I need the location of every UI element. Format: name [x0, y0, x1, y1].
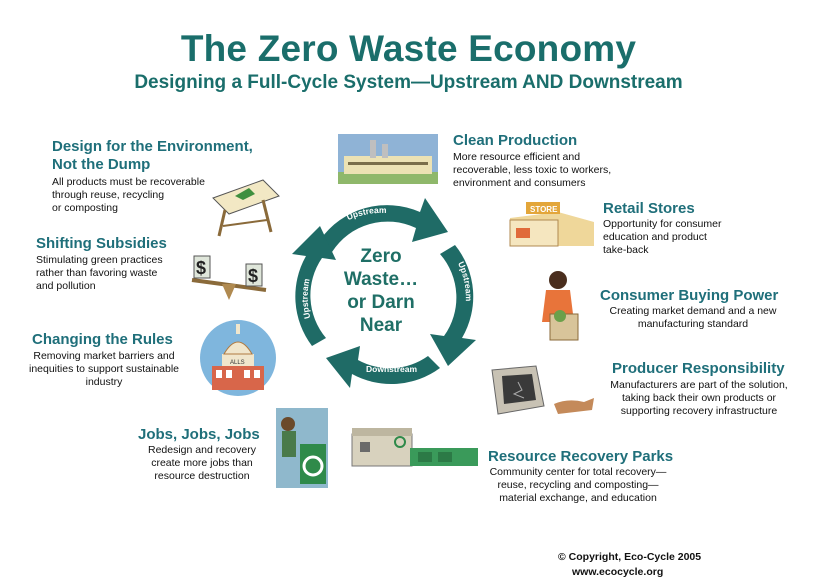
- arrow-top: [320, 198, 448, 252]
- cycle-diagram: Upstream Upstream Downstream Upstream: [292, 198, 476, 388]
- design-heading-line2: Not the Dump: [52, 156, 151, 173]
- retail-desc-line: education and product: [603, 231, 707, 243]
- producer-desc-line: taking back their own products or: [621, 392, 777, 404]
- website-link[interactable]: www.ecocycle.org: [572, 566, 664, 578]
- clean-heading: Clean Production: [453, 132, 578, 149]
- clean-desc-line: More resource efficient and: [453, 151, 581, 163]
- store-sign: STORE: [530, 205, 558, 214]
- arrow-left: [292, 226, 336, 346]
- design-heading-line1: Design for the Environment,: [52, 138, 253, 155]
- consumer-desc: Creating market demand and a new manufac…: [597, 305, 789, 331]
- rules-desc-line: industry: [85, 376, 123, 388]
- svg-text:$: $: [248, 266, 258, 286]
- arrow-right: [430, 245, 476, 366]
- jobs-desc: Redesign and recovery create more jobs t…: [132, 444, 272, 483]
- consumer-heading: Consumer Buying Power: [600, 287, 779, 304]
- page-title: The Zero Waste Economy: [180, 28, 637, 69]
- capitol-building-image: ALLS: [200, 320, 276, 396]
- store-image: STORE: [509, 202, 594, 247]
- producer-desc-line: supporting recovery infrastructure: [620, 405, 778, 417]
- subsidies-desc-line: rather than favoring waste: [36, 267, 158, 279]
- design-desc-line: or composting: [52, 202, 118, 214]
- jobs-heading: Jobs, Jobs, Jobs: [138, 426, 260, 443]
- clean-desc: More resource efficient and recoverable,…: [453, 151, 611, 190]
- design-desc-line: through reuse, recycling: [52, 189, 165, 201]
- center-line3: or Darn: [347, 292, 415, 313]
- design-desc-line: All products must be recoverable: [52, 176, 205, 188]
- jobs-desc-line: create more jobs than: [151, 457, 253, 469]
- svg-text:Upstream: Upstream: [300, 277, 313, 320]
- retail-desc-line: Opportunity for consumer: [603, 218, 722, 230]
- rules-desc-line: inequities to support sustainable: [28, 363, 179, 375]
- jobs-desc-line: resource destruction: [154, 470, 250, 482]
- drafting-table-image: [212, 179, 280, 237]
- copyright-text: © Copyright, Eco-Cycle 2005: [558, 551, 702, 563]
- producer-heading: Producer Responsibility: [612, 360, 785, 377]
- recovery-park-image: [351, 428, 478, 467]
- seesaw-dollars-image: $ $: [191, 255, 267, 300]
- parks-desc-line: reuse, recycling and composting—: [497, 479, 659, 491]
- arrow-left-label: Upstream: [300, 277, 313, 320]
- recycling-worker-image: [276, 408, 328, 488]
- center-line2: Waste…: [343, 269, 419, 290]
- arrow-bottom-label: Downstream: [366, 364, 417, 374]
- subsidies-desc: Stimulating green practices rather than …: [36, 254, 163, 293]
- subsidies-desc-line: and pollution: [36, 280, 96, 292]
- center-line4: Near: [359, 315, 403, 336]
- producer-desc-line: Manufacturers are part of the solution,: [610, 379, 788, 391]
- parks-heading: Resource Recovery Parks: [488, 448, 674, 465]
- cycle-center-text: Zero Waste… or Darn Near: [336, 245, 426, 337]
- design-heading: Design for the Environment, Not the Dump: [52, 138, 253, 174]
- subsidies-desc-line: Stimulating green practices: [36, 254, 163, 266]
- shopper-image: [542, 271, 579, 341]
- clean-desc-line: recoverable, less toxic to workers,: [453, 164, 612, 176]
- broken-monitor-image: [491, 365, 594, 415]
- retail-desc: Opportunity for consumer education and p…: [603, 218, 721, 257]
- arrow-bottom: [326, 346, 440, 388]
- rules-desc-line: Removing market barriers and: [33, 350, 175, 362]
- page-subtitle: Designing a Full-Cycle System—Upstream A…: [134, 72, 683, 93]
- design-desc: All products must be recoverable through…: [52, 176, 205, 215]
- subsidies-heading: Shifting Subsidies: [36, 235, 167, 252]
- clean-desc-line: environment and consumers: [453, 177, 586, 189]
- parks-desc: Community center for total recovery— reu…: [478, 466, 678, 505]
- retail-heading: Retail Stores: [603, 200, 695, 217]
- center-line1: Zero: [360, 246, 402, 267]
- producer-desc: Manufacturers are part of the solution, …: [603, 379, 795, 418]
- rules-heading: Changing the Rules: [32, 331, 173, 348]
- retail-desc-line: take-back: [603, 244, 649, 256]
- parks-desc-line: Community center for total recovery—: [489, 466, 667, 478]
- consumer-desc-line: Creating market demand and a new: [609, 305, 777, 317]
- consumer-desc-line: manufacturing standard: [637, 318, 749, 330]
- jobs-desc-line: Redesign and recovery: [148, 444, 256, 456]
- parks-desc-line: material exchange, and education: [499, 492, 657, 504]
- factory-image: [338, 134, 438, 184]
- rules-desc: Removing market barriers and inequities …: [24, 350, 184, 389]
- svg-text:$: $: [196, 258, 206, 278]
- building-sign: ALLS: [230, 360, 245, 366]
